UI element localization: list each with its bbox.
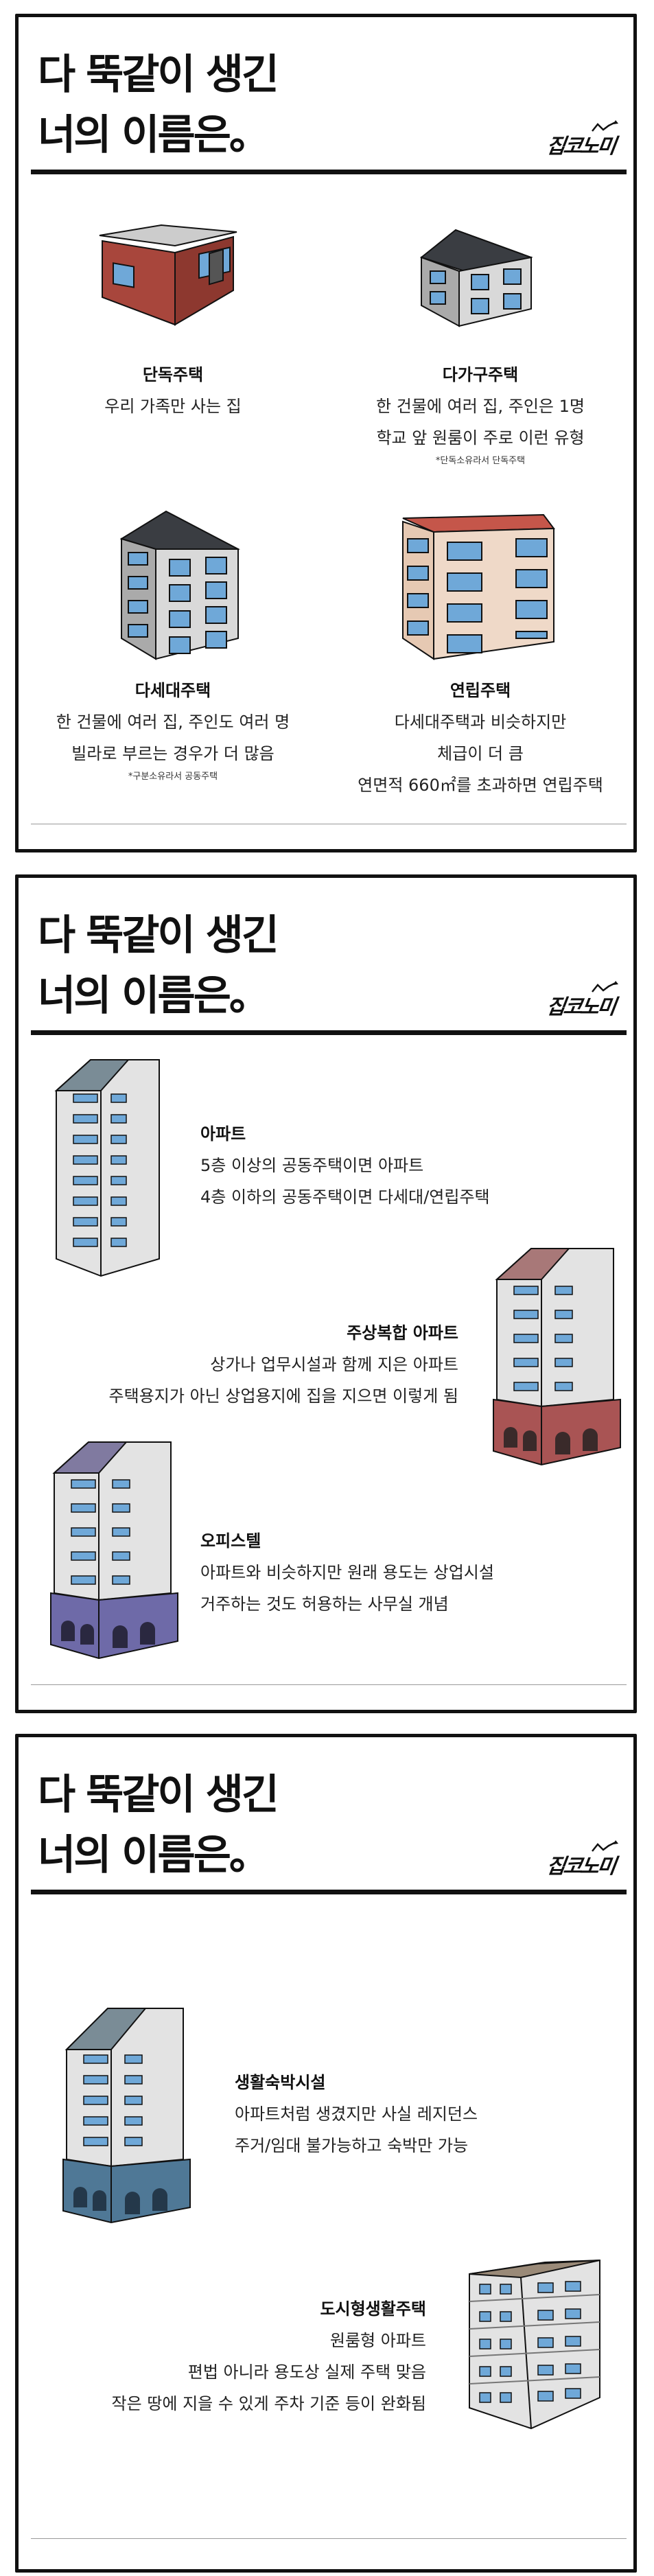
- detached-house-illustration: [99, 224, 237, 326]
- multi-family-house-illustration: [119, 510, 240, 660]
- trend-arrow-icon: [592, 1840, 618, 1852]
- urban-housing-illustration: [469, 2259, 600, 2430]
- multi-household-house-illustration: [419, 229, 533, 327]
- trend-arrow-icon: [592, 120, 618, 132]
- trend-arrow-icon: [592, 981, 618, 993]
- header-divider: [31, 1890, 627, 1894]
- header-divider: [31, 170, 627, 174]
- apartment-illustration: [54, 1059, 160, 1277]
- residence-hotel-illustration: [62, 2008, 191, 2224]
- row-house-illustration: [402, 513, 555, 660]
- footer-divider: [31, 2538, 627, 2539]
- mixed-use-apartment-illustration: [493, 1248, 621, 1466]
- header-divider: [31, 1030, 627, 1035]
- officetel-illustration: [50, 1441, 178, 1660]
- footer-divider: [31, 1684, 627, 1685]
